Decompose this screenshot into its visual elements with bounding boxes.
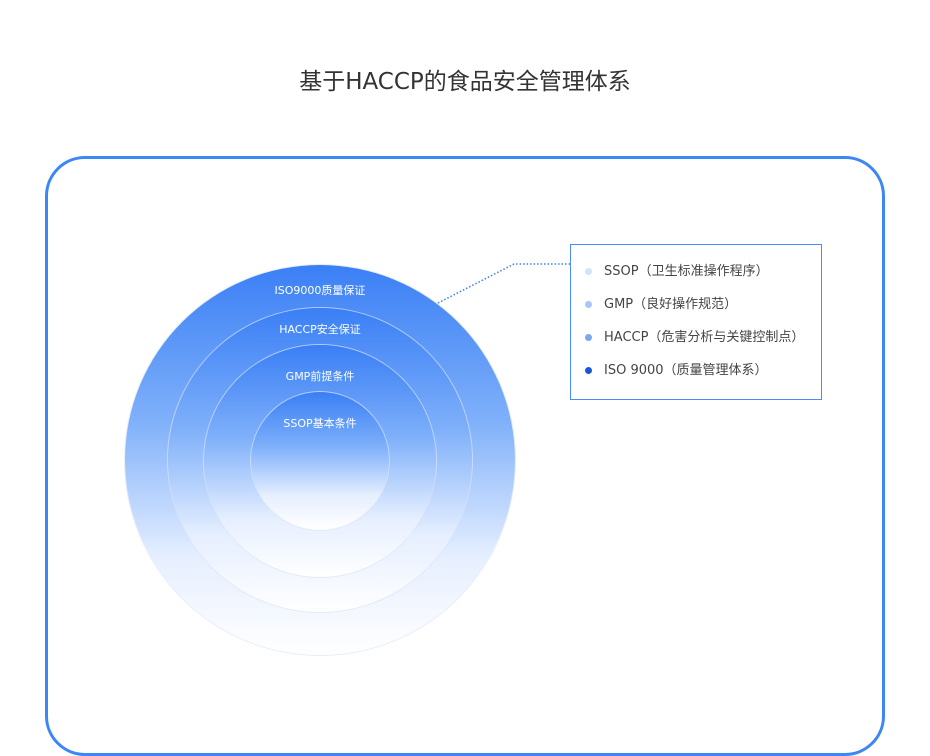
legend-item: SSOP（卫生标准操作程序） xyxy=(585,260,769,279)
connector-line xyxy=(437,263,570,304)
legend-item: GMP（良好操作规范） xyxy=(585,293,737,312)
ring-label-ssop: SSOP基本条件 xyxy=(283,417,357,430)
legend-item: ISO 9000（质量管理体系） xyxy=(585,359,768,378)
dot-icon xyxy=(585,334,592,341)
legend-label: HACCP（危害分析与关键控制点） xyxy=(604,330,805,345)
ring-label-iso9000: ISO9000质量保证 xyxy=(274,284,366,297)
dot-icon xyxy=(585,301,592,308)
ring-ssop xyxy=(251,392,389,530)
dot-icon xyxy=(585,367,592,374)
page-title: 基于HACCP的食品安全管理体系 xyxy=(299,69,631,95)
ring-label-haccp: HACCP安全保证 xyxy=(279,323,361,336)
dot-icon xyxy=(585,268,592,275)
legend-label: GMP（良好操作规范） xyxy=(604,297,738,312)
legend-item: HACCP（危害分析与关键控制点） xyxy=(585,326,804,345)
ring-label-gmp: GMP前提条件 xyxy=(285,370,355,383)
legend-label: SSOP（卫生标准操作程序） xyxy=(604,264,769,279)
legend-label: ISO 9000（质量管理体系） xyxy=(604,363,768,378)
legend: SSOP（卫生标准操作程序） GMP（良好操作规范） HACCP（危害分析与关键… xyxy=(570,244,822,400)
